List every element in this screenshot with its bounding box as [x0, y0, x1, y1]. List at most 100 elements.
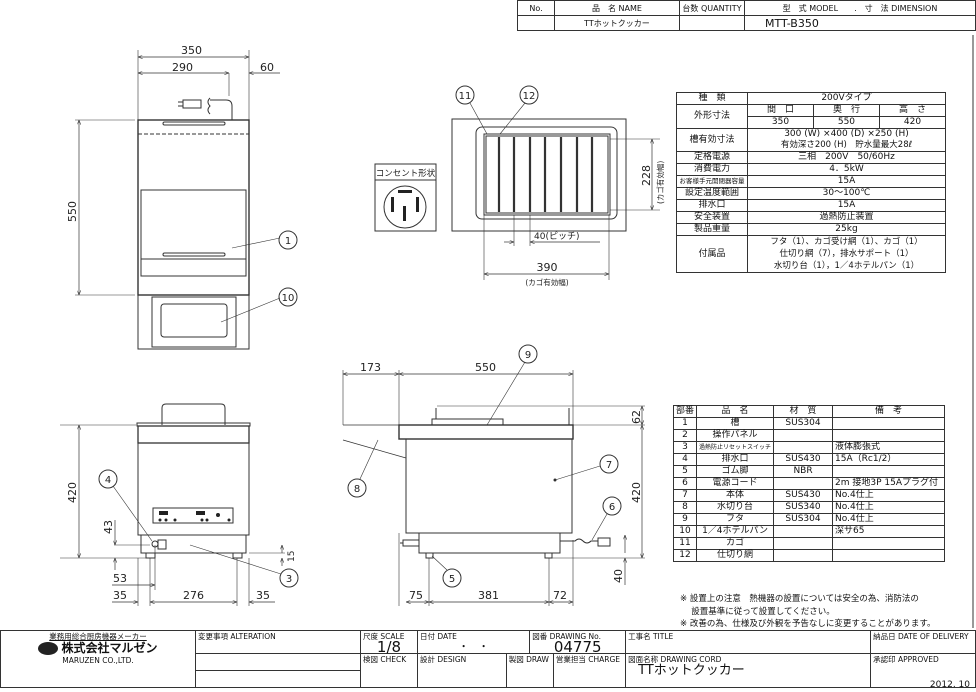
dim-228: 228: [640, 165, 653, 186]
part-material: [773, 429, 834, 442]
part-remarks: 2m 接地3P 15Aプラグ付: [832, 477, 945, 490]
part-no: 2: [672, 429, 698, 442]
part-remarks: No.4仕上: [832, 513, 945, 526]
dim-173: 173: [360, 361, 381, 374]
balloon-9: 9: [518, 344, 538, 364]
drainboard: [342, 424, 407, 459]
balloon-1: 1: [278, 230, 298, 250]
part-material: [773, 549, 834, 562]
svg-text:3: 3: [286, 574, 292, 585]
side-view: 173 550 62 420 40 75 381 72 9 8 7 6 5: [342, 344, 645, 606]
company-logo: 株式会社マルゼン: [3, 642, 193, 655]
part-no: 5: [672, 465, 698, 478]
part-material: SUS340: [773, 501, 834, 514]
issue-date: 2012. 10: [929, 680, 970, 690]
spec-value: 420: [878, 116, 947, 129]
part-remarks: No.4仕上: [832, 489, 945, 502]
part-name: 槽: [696, 417, 775, 430]
spec-label: 外形寸法: [676, 104, 748, 129]
balloon-4: 4: [98, 469, 118, 489]
part-name: 水切り台: [696, 501, 775, 514]
part-material: SUS304: [773, 417, 834, 430]
header-block: No. 品 名 NAME 台数 QUANTITY 型 式 MODEL . 寸 法…: [517, 0, 976, 31]
part-no: 12: [672, 549, 698, 562]
part-remarks: [832, 429, 945, 442]
power-cord: [210, 99, 233, 120]
part-remarks: [832, 549, 945, 562]
part-no: 3: [672, 441, 698, 454]
balloon-11: 11: [455, 85, 475, 105]
outlet-label: コンセント形状: [376, 168, 436, 179]
title-block: 業務用総合厨房機器メーカー 株式会社マルゼン MARUZEN CO.,LTD. …: [0, 630, 976, 688]
svg-text:5: 5: [449, 574, 455, 585]
svg-text:1: 1: [285, 236, 291, 247]
svg-text:8: 8: [354, 484, 360, 495]
part-material: SUS430: [773, 453, 834, 466]
dim-420: 420: [66, 482, 79, 503]
plug-icon: [182, 99, 202, 109]
svg-text:11: 11: [459, 91, 472, 102]
part-no: 10: [672, 525, 698, 538]
part-no: 7: [672, 489, 698, 502]
basket-depth-note: (カゴ有効幅): [655, 161, 665, 204]
spec-value: 550: [812, 116, 880, 129]
part-remarks: No.4仕上: [832, 501, 945, 514]
svg-text:12: 12: [523, 91, 536, 102]
dim-72: 72: [553, 589, 567, 602]
spec-value: 300 (W) ×400 (D) ×250 (H)有効深さ200 (H) 貯水量…: [747, 128, 946, 152]
dim-390: 390: [537, 261, 558, 274]
notes: ※ 設置上の注意 熱機器の設置については安全の為、消防法の 設置基準に従って設置…: [680, 594, 936, 629]
part-remarks: 15A（Rc1/2）: [832, 453, 945, 466]
balloon-7: 7: [599, 454, 619, 474]
dim-550-side: 550: [475, 361, 496, 374]
part-no: 6: [672, 477, 698, 490]
part-remarks: [832, 537, 945, 550]
part-name: 本体: [696, 489, 775, 502]
part-material: [773, 477, 834, 490]
svg-text:10: 10: [282, 293, 295, 304]
part-name: 排水口: [696, 453, 775, 466]
spec-label: 槽有効寸法: [676, 128, 748, 152]
part-name: 1／4ホテルパン: [696, 525, 775, 538]
product-name: TTホットクッカー: [554, 15, 680, 31]
balloon-6: 6: [602, 496, 622, 516]
basket-width-note: (カゴ有効幅): [525, 277, 568, 287]
part-material: SUS304: [773, 513, 834, 526]
part-remarks: 液体膨張式: [832, 441, 945, 454]
model-value: MTT-B350: [744, 15, 976, 31]
balloon-5: 5: [442, 568, 462, 588]
dim-43: 43: [102, 520, 115, 534]
part-no: 9: [672, 513, 698, 526]
part-no: 4: [672, 453, 698, 466]
dim-15: 15: [287, 551, 297, 562]
top-view: 228 (カゴ有効幅) 40(ピッチ) 390 (カゴ有効幅) 11 12: [451, 85, 665, 287]
dim-550: 550: [66, 201, 79, 222]
dim-60: 60: [260, 61, 274, 74]
plug-icon: [597, 537, 611, 547]
control-panel: [152, 507, 234, 524]
svg-text:7: 7: [606, 460, 612, 471]
balloon-8: 8: [347, 478, 367, 498]
dim-290: 290: [172, 61, 193, 74]
part-no: 1: [672, 417, 698, 430]
part-material: [773, 525, 834, 538]
dim-35-right: 35: [256, 589, 270, 602]
part-no: 11: [672, 537, 698, 550]
part-remarks: [832, 465, 945, 478]
part-material: [773, 537, 834, 550]
part-material: NBR: [773, 465, 834, 478]
